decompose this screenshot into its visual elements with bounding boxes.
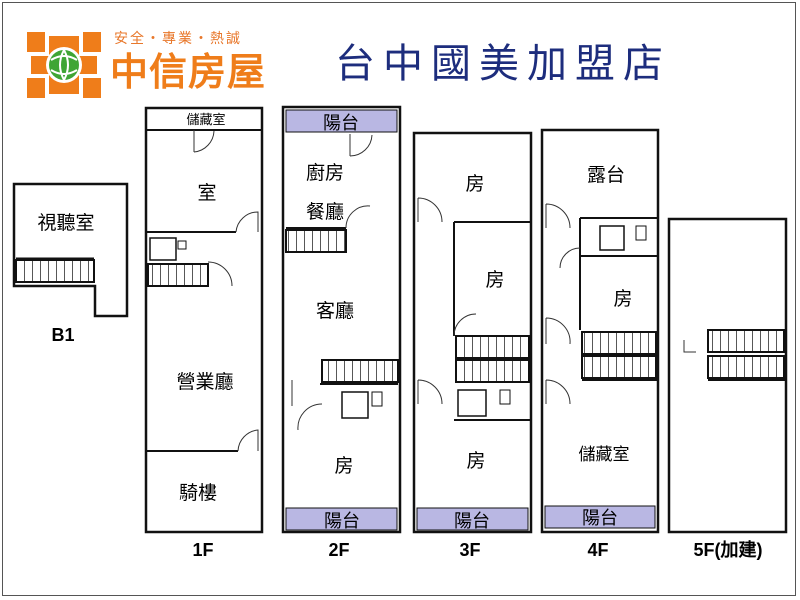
stairs bbox=[581, 355, 657, 379]
floor-label-5f: 5F(加建) bbox=[694, 539, 763, 560]
floor-1f: 儲藏室 室 營業廳 騎樓 1F bbox=[144, 106, 264, 560]
room-label: 陽台 bbox=[454, 511, 490, 532]
floor-label-1f: 1F bbox=[192, 540, 213, 560]
floor-label-2f: 2F bbox=[328, 540, 349, 560]
stairs bbox=[581, 331, 657, 355]
room-label: 房 bbox=[613, 288, 632, 310]
floor-label-3f: 3F bbox=[459, 540, 480, 560]
floor-4f: 露台 房 儲藏室 陽台 4F bbox=[540, 128, 660, 560]
balcony bbox=[416, 507, 529, 531]
stairs bbox=[455, 335, 530, 359]
floor-3f: 房 房 房 陽台 3F bbox=[412, 131, 533, 560]
room-label: 房 bbox=[466, 450, 485, 472]
room-label: 儲藏室 bbox=[579, 445, 630, 465]
room-label: 陽台 bbox=[582, 508, 618, 529]
room-label: 陽台 bbox=[324, 511, 360, 532]
room-label: 儲藏室 bbox=[186, 112, 225, 128]
room-label: 視聽室 bbox=[37, 212, 94, 234]
room-label: 陽台 bbox=[323, 113, 359, 134]
stairs bbox=[707, 329, 785, 353]
stairs bbox=[707, 355, 785, 379]
room-label: 室 bbox=[197, 182, 216, 204]
floor-label-4f: 4F bbox=[587, 540, 608, 560]
stairs bbox=[15, 259, 95, 283]
room-label: 騎樓 bbox=[179, 482, 217, 504]
room-label: 廚房 bbox=[306, 161, 344, 184]
room-label: 客廳 bbox=[316, 300, 354, 322]
company-logo-icon bbox=[27, 32, 101, 98]
room-label: 房 bbox=[465, 173, 484, 195]
floor-label-b1: B1 bbox=[51, 325, 74, 345]
floor-5f: 5F(加建) bbox=[667, 217, 788, 560]
room-label: 餐廳 bbox=[306, 201, 344, 223]
stairs bbox=[321, 359, 399, 383]
room-label: 房 bbox=[334, 455, 353, 477]
room-label: 營業廳 bbox=[176, 371, 233, 393]
company-slogan: 安全・專業・熱誠 bbox=[114, 31, 242, 47]
floor-b1: 視聽室 B1 bbox=[12, 182, 129, 345]
store-name: 台中國美加盟店 bbox=[335, 41, 671, 87]
floor-2f: 陽台 廚房 餐廳 客廳 房 陽台 2F bbox=[281, 105, 402, 560]
room-label: 房 bbox=[485, 269, 504, 291]
stairs bbox=[285, 229, 347, 253]
balcony bbox=[285, 109, 398, 133]
stairs bbox=[455, 359, 530, 383]
balcony bbox=[285, 507, 398, 531]
room-label: 露台 bbox=[587, 164, 625, 186]
company-brand-name: 中信房屋 bbox=[110, 50, 267, 94]
stairs bbox=[147, 263, 209, 287]
balcony bbox=[544, 505, 656, 529]
